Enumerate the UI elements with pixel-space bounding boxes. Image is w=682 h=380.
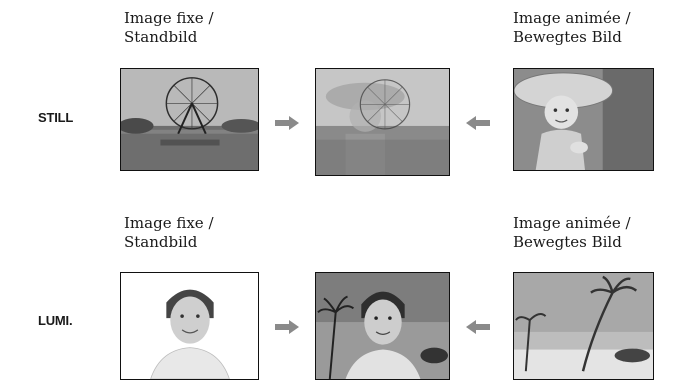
woman-portrait-photo <box>120 272 259 380</box>
ferris-wheel-photo <box>120 68 259 171</box>
arrow-right-icon <box>275 320 299 334</box>
motion-caption-line2: Bewegtes Bild <box>513 233 622 251</box>
arrow-right-icon <box>275 116 299 130</box>
still-caption-line1: Image fixe / <box>124 9 214 27</box>
motion-image-caption-2: Image animée / Bewegtes Bild <box>513 214 631 252</box>
motion-caption-line1: Image animée / <box>513 9 631 27</box>
arrow-left-icon <box>466 320 490 334</box>
row-label-still: STILL <box>38 110 74 125</box>
girl-in-hat-photo <box>513 68 654 171</box>
still-image-caption-2: Image fixe / Standbild <box>124 214 214 252</box>
motion-caption-line2: Bewegtes Bild <box>513 28 622 46</box>
palm-beach-photo <box>513 272 654 380</box>
ferris-wheel-girl-overlay-photo <box>315 68 450 176</box>
woman-on-beach-overlay-photo <box>315 272 450 380</box>
still-caption-line2: Standbild <box>124 233 198 251</box>
motion-caption-line1: Image animée / <box>513 214 631 232</box>
row-label-lumi: LUMI. <box>38 313 73 328</box>
still-caption-line2: Standbild <box>124 28 198 46</box>
arrow-left-icon <box>466 116 490 130</box>
still-caption-line1: Image fixe / <box>124 214 214 232</box>
motion-image-caption: Image animée / Bewegtes Bild <box>513 9 631 47</box>
still-image-caption: Image fixe / Standbild <box>124 9 214 47</box>
